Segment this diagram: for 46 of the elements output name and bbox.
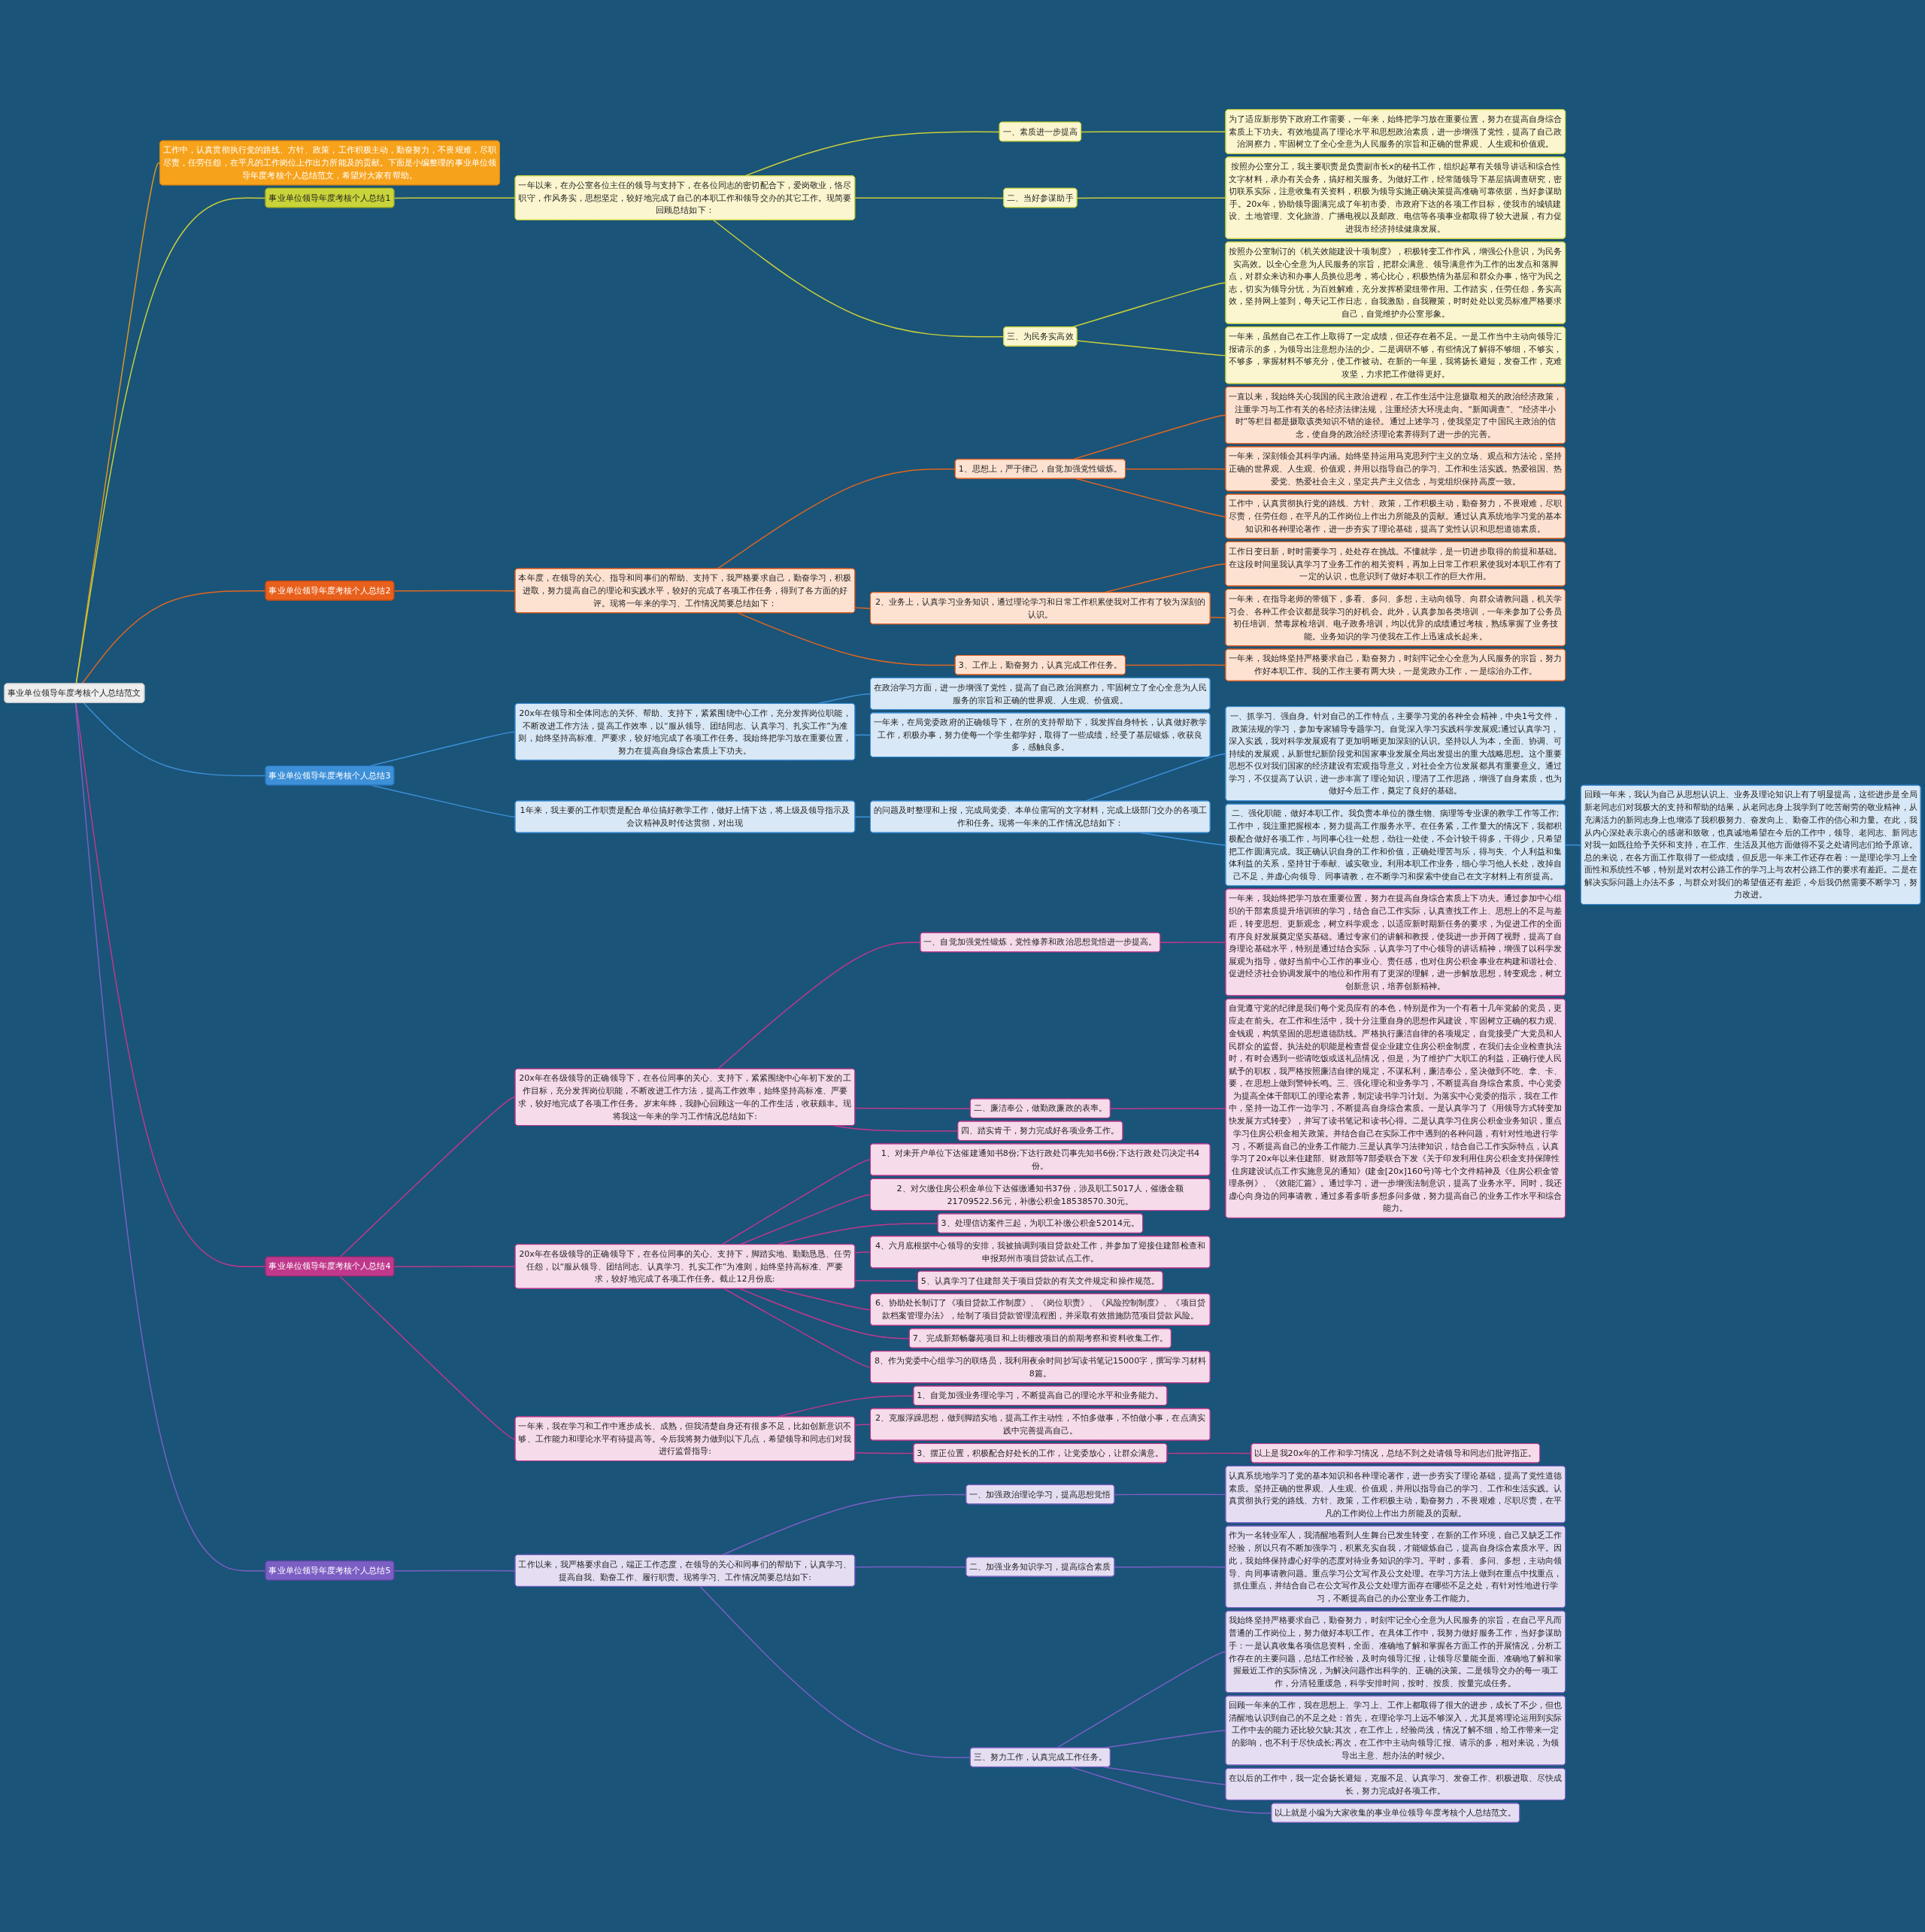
connector bbox=[81, 590, 267, 684]
connector bbox=[721, 1159, 872, 1245]
connector bbox=[1209, 617, 1226, 619]
connector bbox=[1076, 340, 1226, 356]
connector bbox=[1125, 468, 1226, 470]
connector bbox=[713, 220, 1005, 338]
connector bbox=[854, 607, 872, 609]
connector bbox=[339, 1096, 517, 1258]
connector bbox=[854, 816, 872, 818]
connector bbox=[854, 1107, 972, 1109]
connector bbox=[1114, 1494, 1226, 1496]
connector bbox=[1160, 942, 1226, 944]
connector bbox=[75, 702, 267, 1268]
connector bbox=[1565, 844, 1582, 846]
connector bbox=[737, 612, 956, 666]
connector bbox=[833, 1125, 959, 1132]
connector bbox=[854, 1452, 914, 1454]
connector bbox=[854, 1251, 872, 1254]
connector bbox=[1166, 1452, 1252, 1454]
connector bbox=[393, 1570, 517, 1572]
connector bbox=[1076, 197, 1226, 199]
connector bbox=[699, 1586, 972, 1758]
connector bbox=[339, 1275, 517, 1440]
connector bbox=[854, 734, 872, 736]
connector bbox=[83, 702, 267, 777]
connector bbox=[1125, 664, 1226, 666]
connector bbox=[723, 1287, 872, 1368]
connector bbox=[775, 1287, 872, 1311]
connector bbox=[393, 1266, 517, 1268]
connector bbox=[717, 469, 956, 570]
connector bbox=[721, 1494, 967, 1556]
connector bbox=[371, 784, 517, 818]
connector bbox=[854, 197, 1005, 199]
connector bbox=[854, 1279, 919, 1282]
connector bbox=[75, 197, 267, 684]
connector bbox=[393, 197, 517, 199]
connector bbox=[393, 590, 517, 592]
connector bbox=[74, 702, 267, 1572]
connector bbox=[854, 1566, 967, 1568]
connector bbox=[1070, 1767, 1272, 1814]
connector bbox=[854, 1424, 872, 1426]
connector bbox=[717, 942, 921, 1070]
connector bbox=[1114, 1566, 1226, 1568]
connector bbox=[1081, 131, 1226, 133]
connector bbox=[739, 1287, 911, 1339]
connector bbox=[1110, 1108, 1226, 1109]
